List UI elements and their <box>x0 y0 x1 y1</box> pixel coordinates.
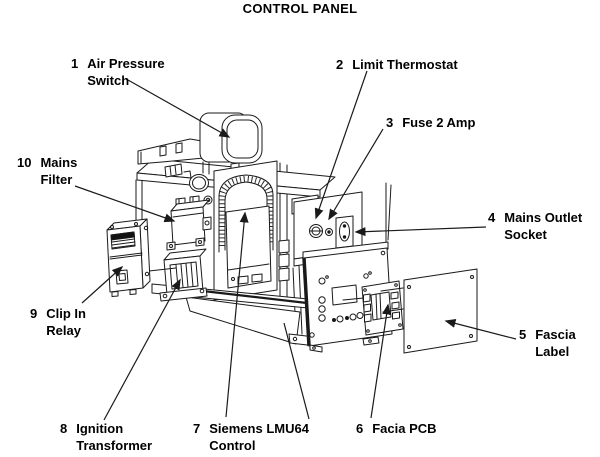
limit-thermostat-shape <box>325 228 333 236</box>
leader-line-5 <box>444 319 517 340</box>
mains-outlet-socket-shape <box>335 215 354 249</box>
leader-line-8 <box>103 278 181 421</box>
callout-fuse-2-amp: 3 Fuse 2 Amp <box>386 114 475 131</box>
callout-number: 1 <box>71 56 79 71</box>
callout-mains-outlet-socket: 4 Mains Outlet Socket <box>488 209 582 243</box>
leader-line-2 <box>314 70 368 220</box>
leader-line-4 <box>354 226 487 237</box>
leader-lines <box>74 70 517 421</box>
leader-line-6 <box>370 303 392 419</box>
callout-number: 4 <box>488 210 496 225</box>
callout-text: Mains Filter <box>40 155 78 187</box>
callout-number: 8 <box>60 421 68 436</box>
callout-text: Siemens LMU64 Control <box>209 421 309 453</box>
facia-pcb-shape <box>361 280 404 336</box>
callout-number: 6 <box>356 421 364 436</box>
callout-text: Mains Outlet Socket <box>504 210 583 242</box>
callout-number: 7 <box>193 421 201 436</box>
siemens-lmu64-control-shape <box>225 205 272 289</box>
callout-number: 3 <box>386 115 394 130</box>
callout-limit-thermostat: 2 Limit Thermostat <box>336 56 458 73</box>
fuse-2-amp-shape <box>309 224 323 238</box>
leader-line-7b <box>283 322 310 420</box>
leader-line-10 <box>74 185 176 223</box>
mains-filter-shape <box>166 195 212 251</box>
callout-text: Fuse 2 Amp <box>402 115 476 130</box>
leader-line-9 <box>81 265 124 304</box>
callout-facia-pcb: 6 Facia PCB <box>356 420 437 437</box>
callout-number: 5 <box>519 327 527 342</box>
callout-text: Air Pressure Switch <box>87 56 165 88</box>
callout-text: Ignition Transformer <box>76 421 153 453</box>
callout-text: Fascia Label <box>535 327 576 359</box>
air-pressure-switch-shape <box>137 112 263 175</box>
callout-text: Limit Thermostat <box>352 57 458 72</box>
callout-number: 2 <box>336 57 344 72</box>
callout-siemens-lmu64-control: 7 Siemens LMU64 Control <box>193 420 309 454</box>
callout-text: Facia PCB <box>372 421 437 436</box>
fascia-label-shape <box>403 268 478 354</box>
terminal-blocks <box>278 239 290 282</box>
callout-number: 9 <box>30 306 38 321</box>
leader-line-1 <box>127 79 231 138</box>
callout-fascia-label: 5 Fascia Label <box>519 326 576 360</box>
callout-number: 10 <box>17 155 32 170</box>
callout-mains-filter: 10 Mains Filter <box>17 154 77 188</box>
page-title: CONTROL PANEL <box>242 1 358 16</box>
callout-ignition-transformer: 8 Ignition Transformer <box>60 420 152 454</box>
callout-text: Clip In Relay <box>46 306 86 338</box>
leader-line-3 <box>328 128 384 221</box>
ignition-transformer-shape <box>159 248 208 302</box>
callout-clip-in-relay: 9 Clip In Relay <box>30 305 86 339</box>
leader-line-7a <box>225 211 249 418</box>
callout-air-pressure-switch: 1 Air Pressure Switch <box>71 55 165 89</box>
